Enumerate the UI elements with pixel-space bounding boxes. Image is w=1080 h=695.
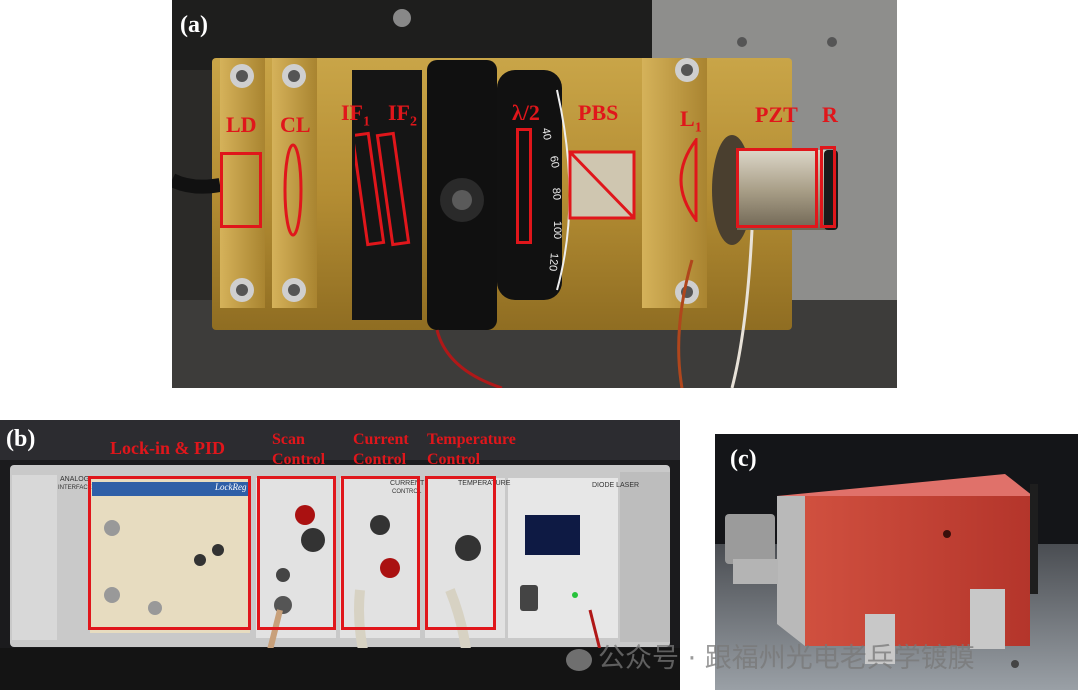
label-scan-line1: Scan bbox=[272, 431, 305, 448]
watermark: 公众号 · 跟福州光电老兵学镀膜 bbox=[566, 636, 975, 675]
label-scan-line2: Control bbox=[272, 451, 326, 468]
marker-l1-lens bbox=[679, 138, 698, 222]
marker-half-wave bbox=[516, 128, 532, 244]
label-if2-base: IF bbox=[388, 100, 410, 125]
label-r: R bbox=[822, 102, 838, 127]
label-l1: L1 bbox=[680, 106, 702, 136]
label-lockin-pid: Lock-in & PID bbox=[110, 438, 226, 458]
dial-marks: 40 60 80 100 120 bbox=[539, 120, 570, 280]
label-current-control: Current Control bbox=[353, 430, 409, 470]
panel-c-label: (c) bbox=[730, 446, 757, 472]
label-l1-base: L bbox=[680, 106, 695, 131]
marker-lockin-module bbox=[88, 476, 251, 630]
label-pzt: PZT bbox=[755, 102, 798, 127]
wechat-icon bbox=[566, 648, 592, 671]
dial-mark: 40 bbox=[539, 126, 554, 142]
marker-r bbox=[820, 146, 836, 228]
panel-a-photo bbox=[172, 0, 897, 388]
marker-pzt bbox=[736, 148, 818, 228]
device-text-analog: ANALOG bbox=[60, 476, 90, 483]
label-if1-sub: 1 bbox=[363, 114, 370, 130]
label-if1: IF1 bbox=[341, 100, 370, 130]
marker-if-filters bbox=[355, 131, 411, 247]
device-text-temperature: TEMPERATURE bbox=[458, 480, 511, 487]
panel-c-photo bbox=[715, 434, 1078, 690]
label-temperature-line2: Control bbox=[427, 451, 481, 468]
label-half-wave: λ/2 bbox=[512, 100, 540, 125]
dial-mark: 120 bbox=[546, 252, 560, 272]
panel-a-label: (a) bbox=[180, 12, 208, 38]
marker-pbs bbox=[568, 150, 636, 220]
panel-b-label: (b) bbox=[6, 426, 36, 452]
marker-ld bbox=[220, 152, 262, 228]
marker-scan-module bbox=[257, 476, 336, 630]
marker-cl-lens bbox=[283, 143, 303, 237]
label-if2: IF2 bbox=[388, 100, 417, 130]
marker-temperature-module bbox=[425, 476, 496, 630]
label-current-line2: Control bbox=[353, 451, 407, 468]
label-if1-base: IF bbox=[341, 100, 363, 125]
optical-bench-photo bbox=[172, 0, 897, 388]
dial-mark: 100 bbox=[551, 220, 564, 240]
dial-mark: 80 bbox=[549, 187, 563, 201]
label-if2-sub: 2 bbox=[410, 114, 417, 130]
device-text-control: CONTROL bbox=[392, 489, 422, 495]
label-temperature-control: Temperature Control bbox=[427, 430, 516, 470]
laser-head-photo bbox=[715, 434, 1078, 690]
panel-b-photo bbox=[0, 420, 680, 690]
label-pbs: PBS bbox=[578, 100, 619, 125]
device-text-lockreg: LockReg bbox=[215, 482, 247, 492]
label-scan-control: Scan Control bbox=[272, 430, 325, 470]
dial-mark: 60 bbox=[547, 154, 562, 170]
controller-rack-photo bbox=[0, 420, 680, 690]
label-cl: CL bbox=[280, 112, 311, 137]
label-current-line1: Current bbox=[353, 431, 409, 448]
marker-current-module bbox=[341, 476, 420, 630]
device-text-diode-laser: DIODE LASER bbox=[592, 482, 640, 489]
watermark-text: 公众号 · 跟福州光电老兵学镀膜 bbox=[598, 643, 975, 674]
label-temperature-line1: Temperature bbox=[427, 431, 516, 448]
device-text-current: CURRENT bbox=[390, 480, 425, 487]
label-ld: LD bbox=[226, 112, 257, 137]
device-text-interface: INTERFACE bbox=[58, 485, 92, 491]
label-l1-sub: 1 bbox=[694, 120, 702, 136]
